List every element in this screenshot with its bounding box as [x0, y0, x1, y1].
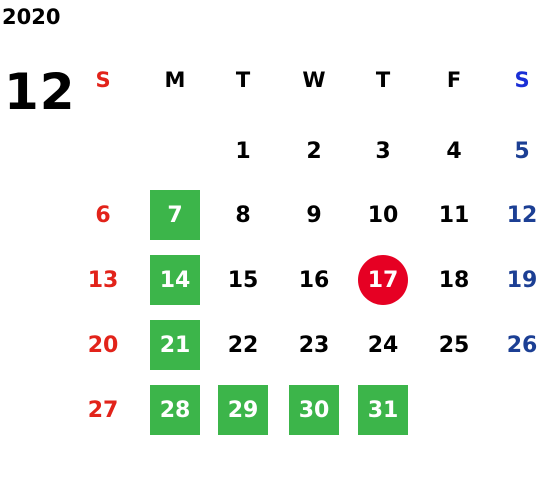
day-cell[interactable]: 5 — [514, 138, 530, 164]
weekday-header-fri: F — [446, 68, 462, 92]
day-cell[interactable]: 22 — [227, 332, 259, 358]
day-cell[interactable]: 2 — [306, 138, 322, 164]
day-cell[interactable]: 1 — [235, 138, 251, 164]
day-cell-today[interactable]: 17 — [358, 255, 408, 305]
weekday-header-tue: T — [235, 68, 251, 92]
day-cell[interactable]: 9 — [306, 202, 322, 228]
weekday-header-wed: W — [302, 68, 326, 92]
day-cell[interactable]: 14 — [150, 255, 200, 305]
day-cell[interactable]: 11 — [438, 202, 470, 228]
day-cell[interactable]: 8 — [235, 202, 251, 228]
day-cell[interactable]: 27 — [87, 397, 119, 423]
day-cell[interactable]: 30 — [289, 385, 339, 435]
month-label: 12 — [4, 63, 76, 121]
day-cell[interactable]: 12 — [506, 202, 538, 228]
day-cell[interactable]: 23 — [298, 332, 330, 358]
day-cell[interactable]: 24 — [367, 332, 399, 358]
day-cell[interactable]: 31 — [358, 385, 408, 435]
day-cell[interactable]: 7 — [150, 190, 200, 240]
weekday-header-thu: T — [375, 68, 391, 92]
day-cell[interactable]: 6 — [95, 202, 111, 228]
day-cell[interactable]: 16 — [298, 267, 330, 293]
day-cell[interactable]: 25 — [438, 332, 470, 358]
weekday-header-mon: M — [164, 68, 186, 92]
day-cell[interactable]: 19 — [506, 267, 538, 293]
day-cell[interactable]: 21 — [150, 320, 200, 370]
day-cell[interactable]: 29 — [218, 385, 268, 435]
day-cell[interactable]: 10 — [367, 202, 399, 228]
day-cell[interactable]: 3 — [375, 138, 391, 164]
day-cell[interactable]: 13 — [87, 267, 119, 293]
year-label: 2020 — [2, 5, 61, 29]
day-cell[interactable]: 28 — [150, 385, 200, 435]
day-cell[interactable]: 15 — [227, 267, 259, 293]
day-cell[interactable]: 20 — [87, 332, 119, 358]
day-cell[interactable]: 18 — [438, 267, 470, 293]
weekday-header-sat: S — [514, 68, 530, 92]
weekday-header-sun: S — [95, 68, 111, 92]
day-cell[interactable]: 26 — [506, 332, 538, 358]
day-cell[interactable]: 4 — [446, 138, 462, 164]
